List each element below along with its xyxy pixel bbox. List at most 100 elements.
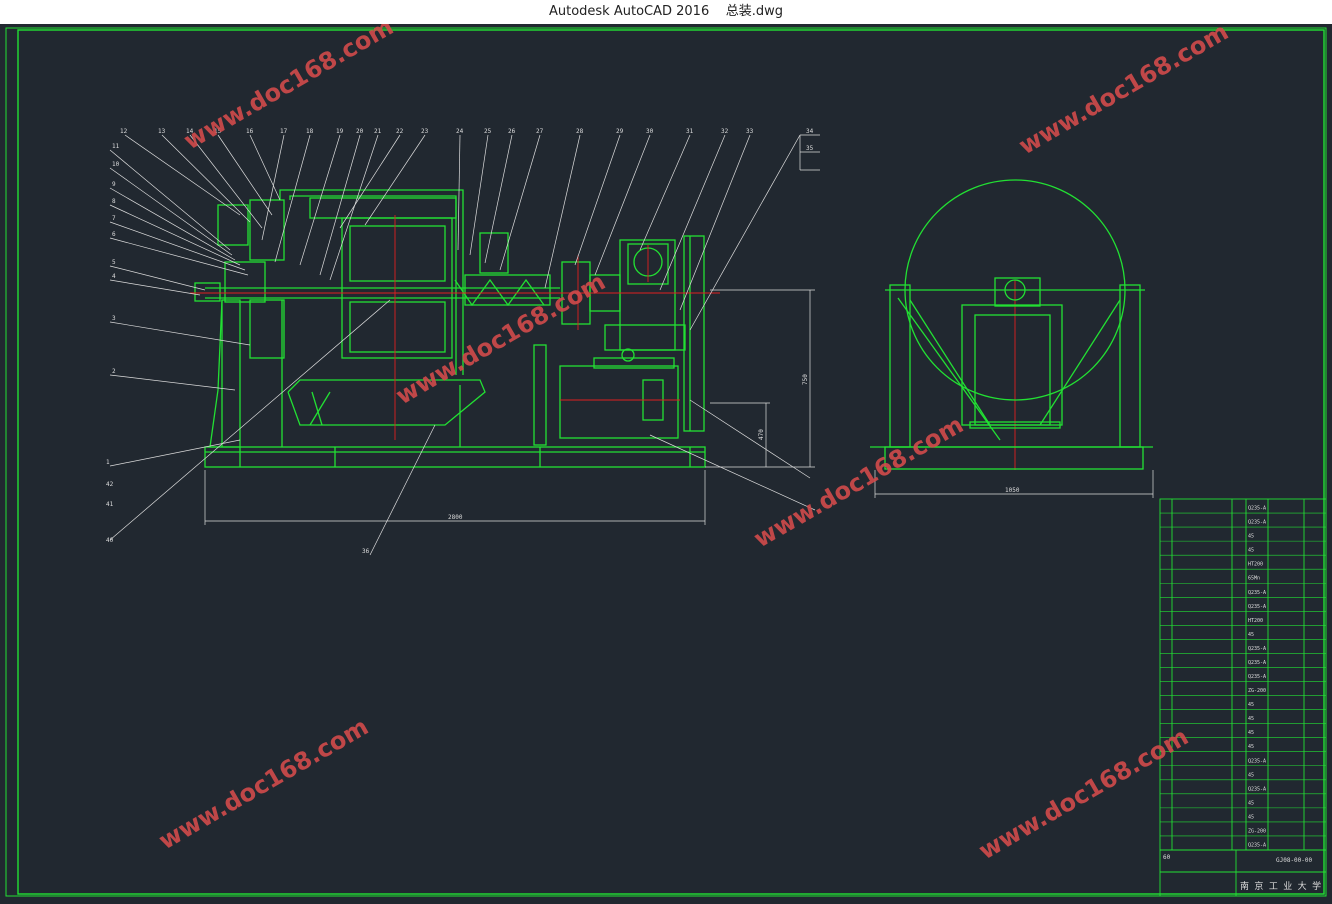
file-name: 总装.dwg xyxy=(725,4,784,19)
parts-list-rows: Q235-AQ235-A4545HT20065MnQ235-AQ235-AHT2… xyxy=(1160,506,1326,851)
app-name: Autodesk AutoCAD 2016 xyxy=(548,4,710,19)
sheet-border-inner xyxy=(17,29,1325,895)
watermark-5: www.doc168.com xyxy=(154,712,373,855)
front-view[interactable] xyxy=(194,189,706,468)
parts-row-material: 45 xyxy=(1248,814,1254,820)
parts-row-material: Q235-A xyxy=(1248,520,1266,526)
leader-lines xyxy=(109,134,820,556)
svg-text:15: 15 xyxy=(214,128,222,135)
svg-text:22: 22 xyxy=(396,128,404,135)
svg-text:18: 18 xyxy=(306,128,314,135)
svg-text:5: 5 xyxy=(112,259,116,266)
drawing-svg[interactable]: 2800 750 470 1050 36 12 13 14 15 16 17 1… xyxy=(0,12,1332,900)
motor xyxy=(559,365,679,439)
svg-text:12: 12 xyxy=(120,128,128,135)
svg-text:3: 3 xyxy=(112,315,116,322)
svg-text:2: 2 xyxy=(112,368,116,375)
svg-text:28: 28 xyxy=(576,128,584,135)
parts-row-material: Q235-A xyxy=(1248,674,1266,680)
left-bearing-housing xyxy=(217,204,249,246)
belt-pulley xyxy=(683,235,705,432)
dim-motor-height: 470 xyxy=(758,429,765,440)
parts-row-material: Q235-A xyxy=(1248,646,1266,652)
window-titlebar: Autodesk AutoCAD 2016 总装.dwg xyxy=(0,0,1332,25)
svg-text:20: 20 xyxy=(356,128,364,135)
parts-list xyxy=(1159,498,1327,897)
parts-row-material: 45 xyxy=(1248,632,1254,638)
svg-text:14: 14 xyxy=(186,128,194,135)
centerlines xyxy=(190,215,1016,470)
svg-text:9: 9 xyxy=(112,181,116,188)
parts-row-material: 45 xyxy=(1248,716,1254,722)
parts-row-material: 45 xyxy=(1248,730,1254,736)
watermark-3: www.doc168.com xyxy=(391,267,610,410)
svg-text:34: 34 xyxy=(806,128,814,135)
dim-overall-length: 2800 xyxy=(448,514,463,521)
svg-text:17: 17 xyxy=(280,128,288,135)
leader-labels-top: 12 13 14 15 16 17 18 19 20 21 22 23 24 2… xyxy=(120,128,814,152)
svg-text:32: 32 xyxy=(721,128,729,135)
svg-text:35: 35 xyxy=(806,145,814,152)
watermark-1: www.doc168.com xyxy=(179,24,398,155)
end-view[interactable] xyxy=(870,179,1153,470)
svg-text:11: 11 xyxy=(112,143,120,150)
svg-text:42: 42 xyxy=(106,481,114,488)
svg-text:40: 40 xyxy=(106,537,114,544)
parts-row-material: Q235-A xyxy=(1248,660,1266,666)
svg-text:7: 7 xyxy=(112,215,116,222)
svg-text:6: 6 xyxy=(112,231,116,238)
part-label-bottom: 36 xyxy=(362,548,370,555)
svg-text:8: 8 xyxy=(112,198,116,205)
svg-text:26: 26 xyxy=(508,128,516,135)
parts-row-material: Q235-A xyxy=(1248,786,1266,792)
sheet-border-outer xyxy=(5,27,1327,897)
parts-row-material: ZG-200 xyxy=(1248,688,1266,694)
parts-row-material: HT200 xyxy=(1248,618,1263,624)
watermark-4: www.doc168.com xyxy=(749,410,968,553)
dim-end-width: 1050 xyxy=(1005,487,1020,494)
svg-text:16: 16 xyxy=(246,128,254,135)
dimension-texts: 2800 750 470 1050 36 xyxy=(362,374,1020,555)
svg-text:27: 27 xyxy=(536,128,544,135)
parts-row-material: 45 xyxy=(1248,702,1254,708)
dim-height: 750 xyxy=(802,374,809,385)
cover-frame xyxy=(279,189,464,375)
svg-text:24: 24 xyxy=(456,128,464,135)
school-name: 南 京 工 业 大 学 xyxy=(1240,880,1321,892)
parts-row-material: Q235-A xyxy=(1248,758,1266,764)
parts-row-material: Q235-A xyxy=(1248,842,1266,848)
parts-row-material: 45 xyxy=(1248,772,1254,778)
svg-text:19: 19 xyxy=(336,128,344,135)
screw-flight xyxy=(454,278,545,307)
title-block-texts: 60 GJ08-00-00 南 京 工 业 大 学 xyxy=(1163,854,1321,892)
svg-text:4: 4 xyxy=(112,273,116,280)
svg-text:13: 13 xyxy=(158,128,166,135)
total-label: 60 xyxy=(1163,854,1171,861)
window-title: Autodesk AutoCAD 2016 总装.dwg xyxy=(0,0,1332,24)
svg-text:29: 29 xyxy=(616,128,624,135)
svg-text:25: 25 xyxy=(484,128,492,135)
left-support xyxy=(209,299,241,448)
parts-row-material: Q235-A xyxy=(1248,590,1266,596)
parts-row-material: HT200 xyxy=(1248,562,1263,568)
svg-text:10: 10 xyxy=(112,161,120,168)
watermark-2: www.doc168.com xyxy=(1014,24,1233,160)
dimensions xyxy=(204,289,1154,525)
parts-row-material: 65Mn xyxy=(1248,576,1260,582)
parts-row-material: Q235-A xyxy=(1248,604,1266,610)
drawing-number: GJ08-00-00 xyxy=(1276,857,1313,864)
parts-row-material: ZG-200 xyxy=(1248,828,1266,834)
svg-text:33: 33 xyxy=(746,128,754,135)
discharge-hopper xyxy=(287,379,486,426)
parts-row-material: 45 xyxy=(1248,548,1254,554)
base-frame xyxy=(204,446,706,468)
parts-row-material: 45 xyxy=(1248,800,1254,806)
leader-labels-left: 11 10 9 8 7 6 5 4 3 2 1 42 41 40 xyxy=(106,143,120,544)
drawing-canvas[interactable]: 2800 750 470 1050 36 12 13 14 15 16 17 1… xyxy=(0,12,1332,900)
svg-text:21: 21 xyxy=(374,128,382,135)
parts-row-material: 45 xyxy=(1248,744,1254,750)
svg-text:23: 23 xyxy=(421,128,429,135)
svg-text:41: 41 xyxy=(106,501,114,508)
parts-row-material: Q235-A xyxy=(1248,506,1266,512)
svg-text:31: 31 xyxy=(686,128,694,135)
